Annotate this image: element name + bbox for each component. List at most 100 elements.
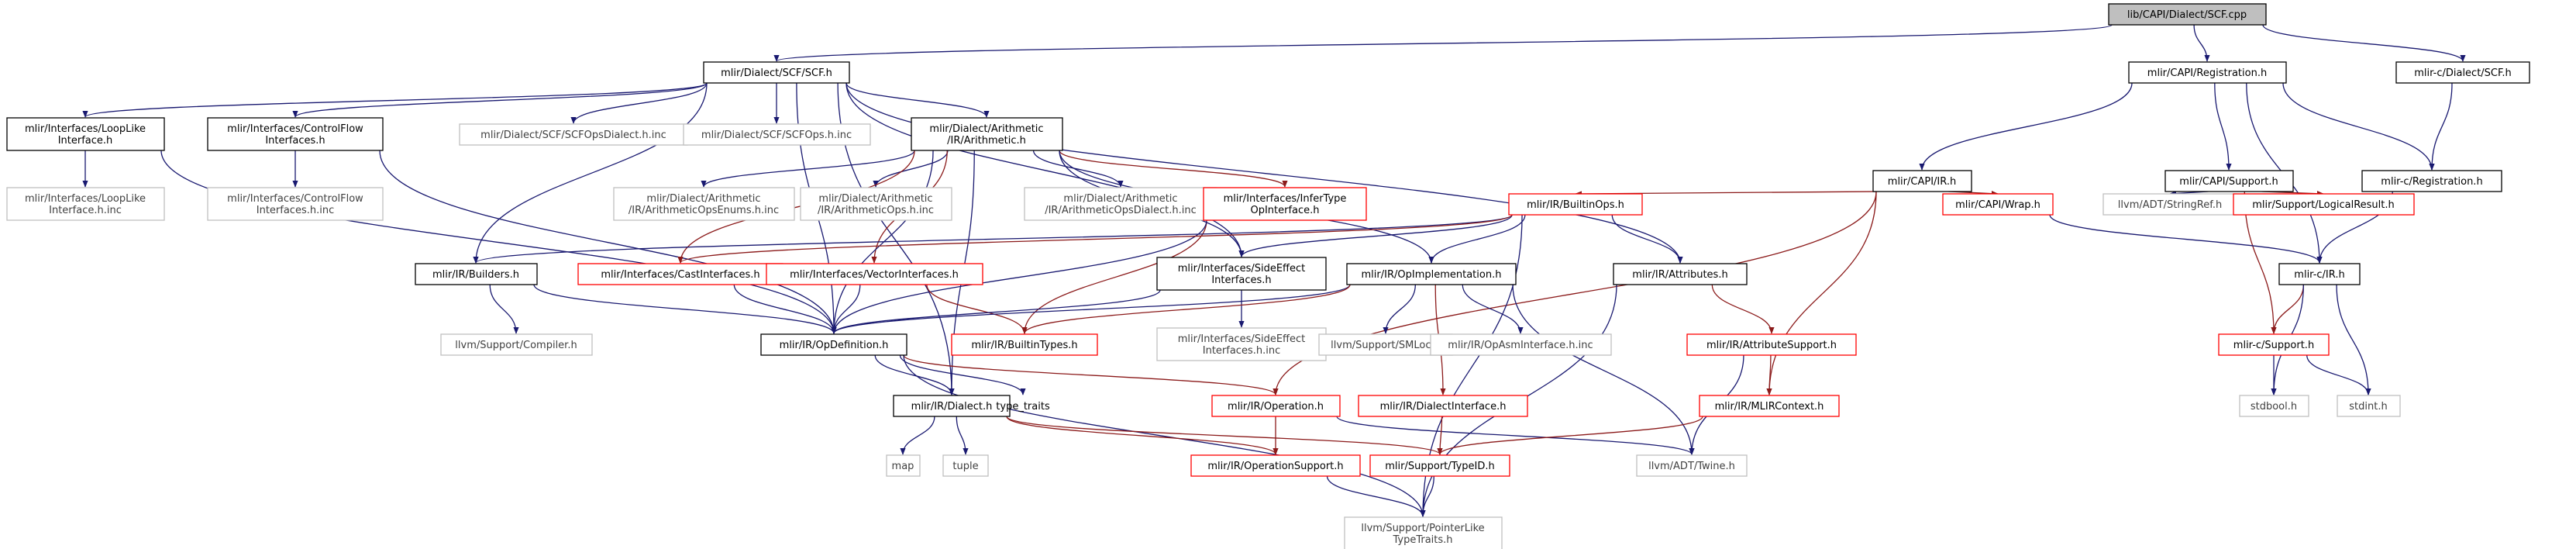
node-arithmetic-h[interactable]: mlir/Dialect/Arithmetic/IR/Arithmetic.h	[911, 117, 1063, 151]
node-label: mlir/CAPI/Registration.h	[2147, 67, 2267, 79]
node-typeid[interactable]: mlir/Support/TypeID.h	[1369, 454, 1510, 477]
node-label: mlir/IR/MLIRContext.h	[1715, 401, 1824, 413]
node-controlflow-inc[interactable]: mlir/Interfaces/ControlFlowInterfaces.h.…	[207, 187, 384, 221]
edge-scf-cpp-to-scf-h	[773, 24, 2113, 62]
node-capi-support[interactable]: mlir/CAPI/Support.h	[2164, 170, 2294, 192]
node-box	[1358, 395, 1528, 417]
node-builtintypes[interactable]: mlir/IR/BuiltinTypes.h	[951, 333, 1098, 356]
node-label: mlir/Support/LogicalResult.h	[2252, 199, 2394, 211]
node-capi-ir[interactable]: mlir/CAPI/IR.h	[1872, 170, 1972, 192]
node-label: llvm/Support/PointerLike	[1361, 523, 1484, 534]
node-map[interactable]: map	[886, 454, 921, 477]
node-scfops-inc[interactable]: mlir/Dialect/SCF/SCFOps.h.inc	[683, 123, 871, 146]
node-box	[1156, 257, 1327, 291]
node-label: Interfaces.h.inc	[257, 205, 334, 216]
node-scfopsdialect-inc[interactable]: mlir/Dialect/SCF/SCFOpsDialect.h.inc	[459, 123, 688, 146]
node-scf-cpp[interactable]: lib/CAPI/Dialect/SCF.cpp	[2108, 3, 2267, 26]
node-stdint[interactable]: stdint.h	[2337, 395, 2401, 417]
node-label: mlir/IR/Attributes.h	[1632, 269, 1727, 281]
edge-infertype-to-opdefinition	[831, 219, 1207, 334]
node-logicalresult[interactable]: mlir/Support/LogicalResult.h	[2233, 193, 2415, 216]
node-mlirc-registration[interactable]: mlir-c/Registration.h	[2361, 170, 2502, 192]
node-label: mlir/Interfaces/LoopLike	[25, 123, 146, 135]
node-box	[1369, 454, 1510, 477]
node-compiler[interactable]: llvm/Support/Compiler.h	[440, 333, 593, 356]
edge-scf-h-to-attributes	[845, 82, 1683, 264]
node-label: mlir/Dialect/SCF/SCFOps.h.inc	[701, 129, 852, 141]
node-label: mlir-c/Registration.h	[2381, 176, 2482, 188]
node-label: mlir/IR/Dialect.h	[911, 401, 993, 413]
node-label: mlir-c/Dialect/SCF.h	[2414, 67, 2512, 79]
node-attributes[interactable]: mlir/IR/Attributes.h	[1613, 263, 1748, 285]
edge-attrsupport-to-mlircontext	[1766, 354, 1772, 395]
node-builtinops[interactable]: mlir/IR/BuiltinOps.h	[1508, 193, 1643, 216]
node-dialect-h[interactable]: mlir/IR/Dialect.h	[893, 395, 1011, 417]
node-opdefinition[interactable]: mlir/IR/OpDefinition.h	[760, 333, 907, 356]
node-tuple[interactable]: tuple	[942, 454, 989, 477]
node-box	[2108, 3, 2267, 26]
node-label: mlir/Support/TypeID.h	[1385, 461, 1494, 472]
node-box	[1636, 454, 1748, 477]
node-mlirc-dialect-scf[interactable]: mlir-c/Dialect/SCF.h	[2395, 61, 2530, 84]
node-box	[951, 333, 1098, 356]
node-opimplementation[interactable]: mlir/IR/OpImplementation.h	[1346, 263, 1517, 285]
node-label: /IR/ArithmeticOpsDialect.h.inc	[1045, 205, 1197, 216]
edge-opimplementation-to-twine	[1512, 284, 1695, 455]
node-smloc[interactable]: llvm/Support/SMLoc.h	[1318, 333, 1453, 356]
node-label: mlir/IR/OpImplementation.h	[1362, 269, 1502, 281]
edge-controlflow-to-opdefinition	[379, 150, 837, 334]
edge-mlirc-dialect-scf-to-mlirc-registration	[2429, 82, 2453, 171]
node-vectorinterfaces[interactable]: mlir/Interfaces/VectorInterfaces.h	[766, 263, 983, 285]
node-scf-h[interactable]: mlir/Dialect/SCF/SCF.h	[703, 61, 850, 84]
node-box	[207, 117, 384, 151]
node-capi-registration[interactable]: mlir/CAPI/Registration.h	[2128, 61, 2287, 84]
node-label: llvm/Support/SMLoc.h	[1331, 340, 1441, 351]
edge-dialect-h-to-typeid	[1006, 416, 1443, 455]
node-twine[interactable]: llvm/ADT/Twine.h	[1636, 454, 1748, 477]
node-arith-ops-inc[interactable]: mlir/Dialect/Arithmetic/IR/ArithmeticOps…	[800, 187, 952, 221]
node-box	[942, 454, 989, 477]
edge-mlirc-support-to-stdint	[2306, 354, 2371, 395]
node-box	[800, 187, 952, 221]
edge-opimplementation-to-builtintypes	[1021, 284, 1351, 334]
node-type-traits: type_traits	[996, 401, 1050, 413]
node-label: mlir/Interfaces/SideEffect	[1178, 263, 1306, 274]
node-box	[2278, 263, 2361, 285]
node-capi-wrap[interactable]: mlir/CAPI/Wrap.h	[1942, 193, 2054, 216]
node-label: mlir/IR/BuiltinTypes.h	[971, 340, 1077, 351]
node-label: Interfaces.h.inc	[1203, 345, 1280, 357]
node-mlirc-support[interactable]: mlir-c/Support.h	[2218, 333, 2330, 356]
node-box	[2102, 193, 2237, 216]
node-arith-enums-inc[interactable]: mlir/Dialect/Arithmetic/IR/ArithmeticOps…	[613, 187, 795, 221]
node-castinterfaces[interactable]: mlir/Interfaces/CastInterfaces.h	[577, 263, 783, 285]
node-builders[interactable]: mlir/IR/Builders.h	[415, 263, 538, 285]
nodes-layer: lib/CAPI/Dialect/SCF.cpp mlir/Dialect/SCF…	[6, 3, 2530, 549]
node-stringref[interactable]: llvm/ADT/StringRef.h	[2102, 193, 2237, 216]
node-sideeffect-inc[interactable]: mlir/Interfaces/SideEffectInterfaces.h.i…	[1156, 327, 1327, 361]
node-mlirc-ir[interactable]: mlir-c/IR.h	[2278, 263, 2361, 285]
node-label: llvm/ADT/StringRef.h	[2118, 199, 2222, 211]
node-stdbool[interactable]: stdbool.h	[2239, 395, 2309, 417]
node-opasm-inc[interactable]: mlir/IR/OpAsmInterface.h.inc	[1430, 333, 1612, 356]
node-dialectinterface[interactable]: mlir/IR/DialectInterface.h	[1358, 395, 1528, 417]
edge-opdefinition-to-type-traits	[899, 354, 1026, 395]
node-box	[1024, 187, 1217, 221]
node-box	[1211, 395, 1341, 417]
node-attrsupport[interactable]: mlir/IR/AttributeSupport.h	[1686, 333, 1857, 356]
node-label: mlir/Interfaces/CastInterfaces.h	[601, 269, 759, 281]
node-operation-h[interactable]: mlir/IR/Operation.h	[1211, 395, 1341, 417]
node-box	[683, 123, 871, 146]
node-opsupport[interactable]: mlir/IR/OperationSupport.h	[1190, 454, 1361, 477]
edge-arithmetic-h-to-arith-enums-inc	[701, 150, 915, 188]
edge-scf-h-to-looplike	[82, 82, 708, 118]
edge-scf-h-to-arithmetic-h	[845, 82, 990, 118]
node-mlircontext[interactable]: mlir/IR/MLIRContext.h	[1699, 395, 1840, 417]
node-arith-dialect-inc[interactable]: mlir/Dialect/Arithmetic/IR/ArithmeticOps…	[1024, 187, 1217, 221]
edge-capi-ir-to-operation-h	[1273, 191, 1877, 395]
